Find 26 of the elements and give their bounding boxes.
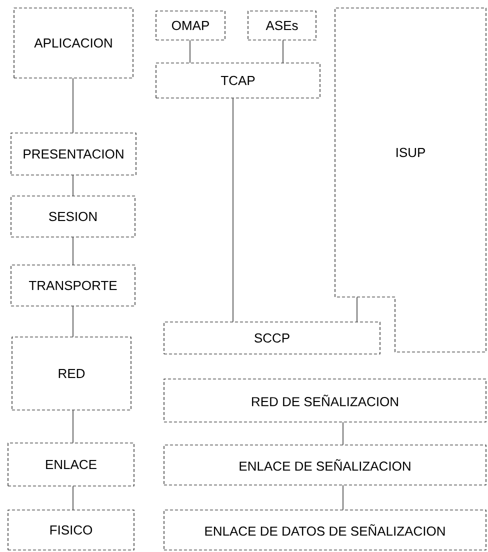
layer-box: ENLACE [8,442,134,486]
connector-line [72,306,74,337]
layer-box: RED DE SEÑALIZACION [164,378,486,422]
connector-line [356,297,358,322]
layer-box: ENLACE DE SEÑALIZACION [164,444,486,486]
connector-line [232,98,234,322]
layer-box: ENLACE DE DATOS DE SEÑALIZACION [164,510,486,550]
layer-box: RED [12,336,132,410]
connector-line [342,485,344,510]
connector-line [72,78,74,133]
connector-line [282,40,284,63]
layer-box: SCCP [164,322,380,354]
layer-box: APLICACION [14,8,134,78]
layer-box: OMAP [156,10,226,40]
connector-line [342,422,344,445]
layer-box: PRESENTACION [10,132,136,176]
layer-box: TRANSPORTE [10,264,136,306]
layer-box: FISICO [8,510,134,550]
layer-box: SESION [10,196,136,238]
connector-line [72,175,74,196]
connector-line [72,486,74,510]
layer-box: ASEs [248,10,316,40]
connector-line [72,237,74,265]
protocol-region: ISUP [334,8,486,352]
connector-line [72,410,74,443]
layer-box: TCAP [156,62,320,98]
